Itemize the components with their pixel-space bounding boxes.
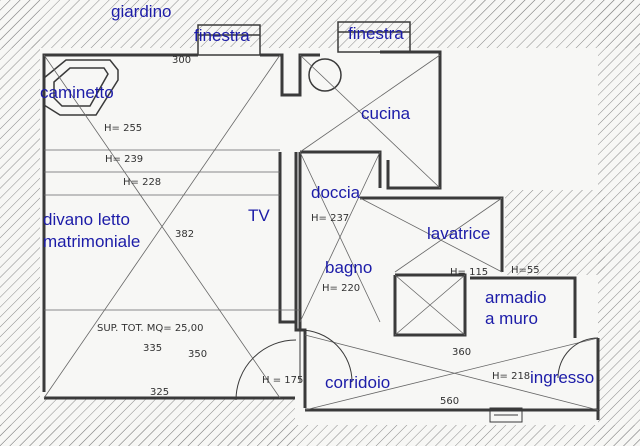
door-swings [235, 329, 599, 423]
height-annotation: H = 175 [262, 375, 304, 386]
dimension-annotation: 360 [452, 347, 472, 358]
tv-label: TV [248, 206, 270, 225]
divano-label-line1: divano letto [43, 210, 130, 229]
height-annotation: H= 239 [105, 154, 144, 165]
fireplace-outline [43, 59, 119, 116]
doccia-label: doccia [311, 183, 361, 202]
height-annotation: H= 218 [492, 371, 531, 382]
lavatrice-label: lavatrice [427, 224, 491, 243]
divano-label-line2: matrimoniale [43, 232, 141, 251]
dimension-annotation: 325 [150, 387, 170, 398]
cucina-label: cucina [361, 104, 411, 123]
height-annotation: H= 220 [322, 283, 361, 294]
interior-floor [44, 47, 598, 410]
dimension-annotation: 382 [175, 229, 195, 240]
dimension-annotation: 350 [188, 349, 208, 360]
dimension-annotation: 560 [440, 396, 460, 407]
dimension-annotation: 300 [172, 55, 192, 66]
survey-lines [43, 54, 599, 411]
dimension-annotation: 335 [143, 343, 163, 354]
window-frames [197, 21, 411, 92]
height-annotation: H= 255 [104, 123, 143, 134]
armadio-label-line2: a muro [485, 309, 538, 328]
armadio-label-line1: armadio [485, 288, 547, 307]
corridoio-label: corridoio [325, 373, 391, 392]
giardino-label: giardino [111, 2, 172, 21]
height-annotation: H= 115 [450, 267, 489, 278]
finestra-left-label: finestra [194, 26, 250, 45]
height-annotation: H= 237 [311, 213, 350, 224]
surface-area-note: SUP. TOT. MQ= 25,00 [97, 323, 204, 334]
height-annotation: H= 228 [123, 177, 162, 188]
bagno-label: bagno [325, 258, 373, 277]
caminetto-label: caminetto [40, 83, 114, 102]
ingresso-label: ingresso [530, 368, 595, 387]
height-annotation: H=55 [511, 265, 540, 276]
finestra-right-label: finestra [348, 24, 404, 43]
